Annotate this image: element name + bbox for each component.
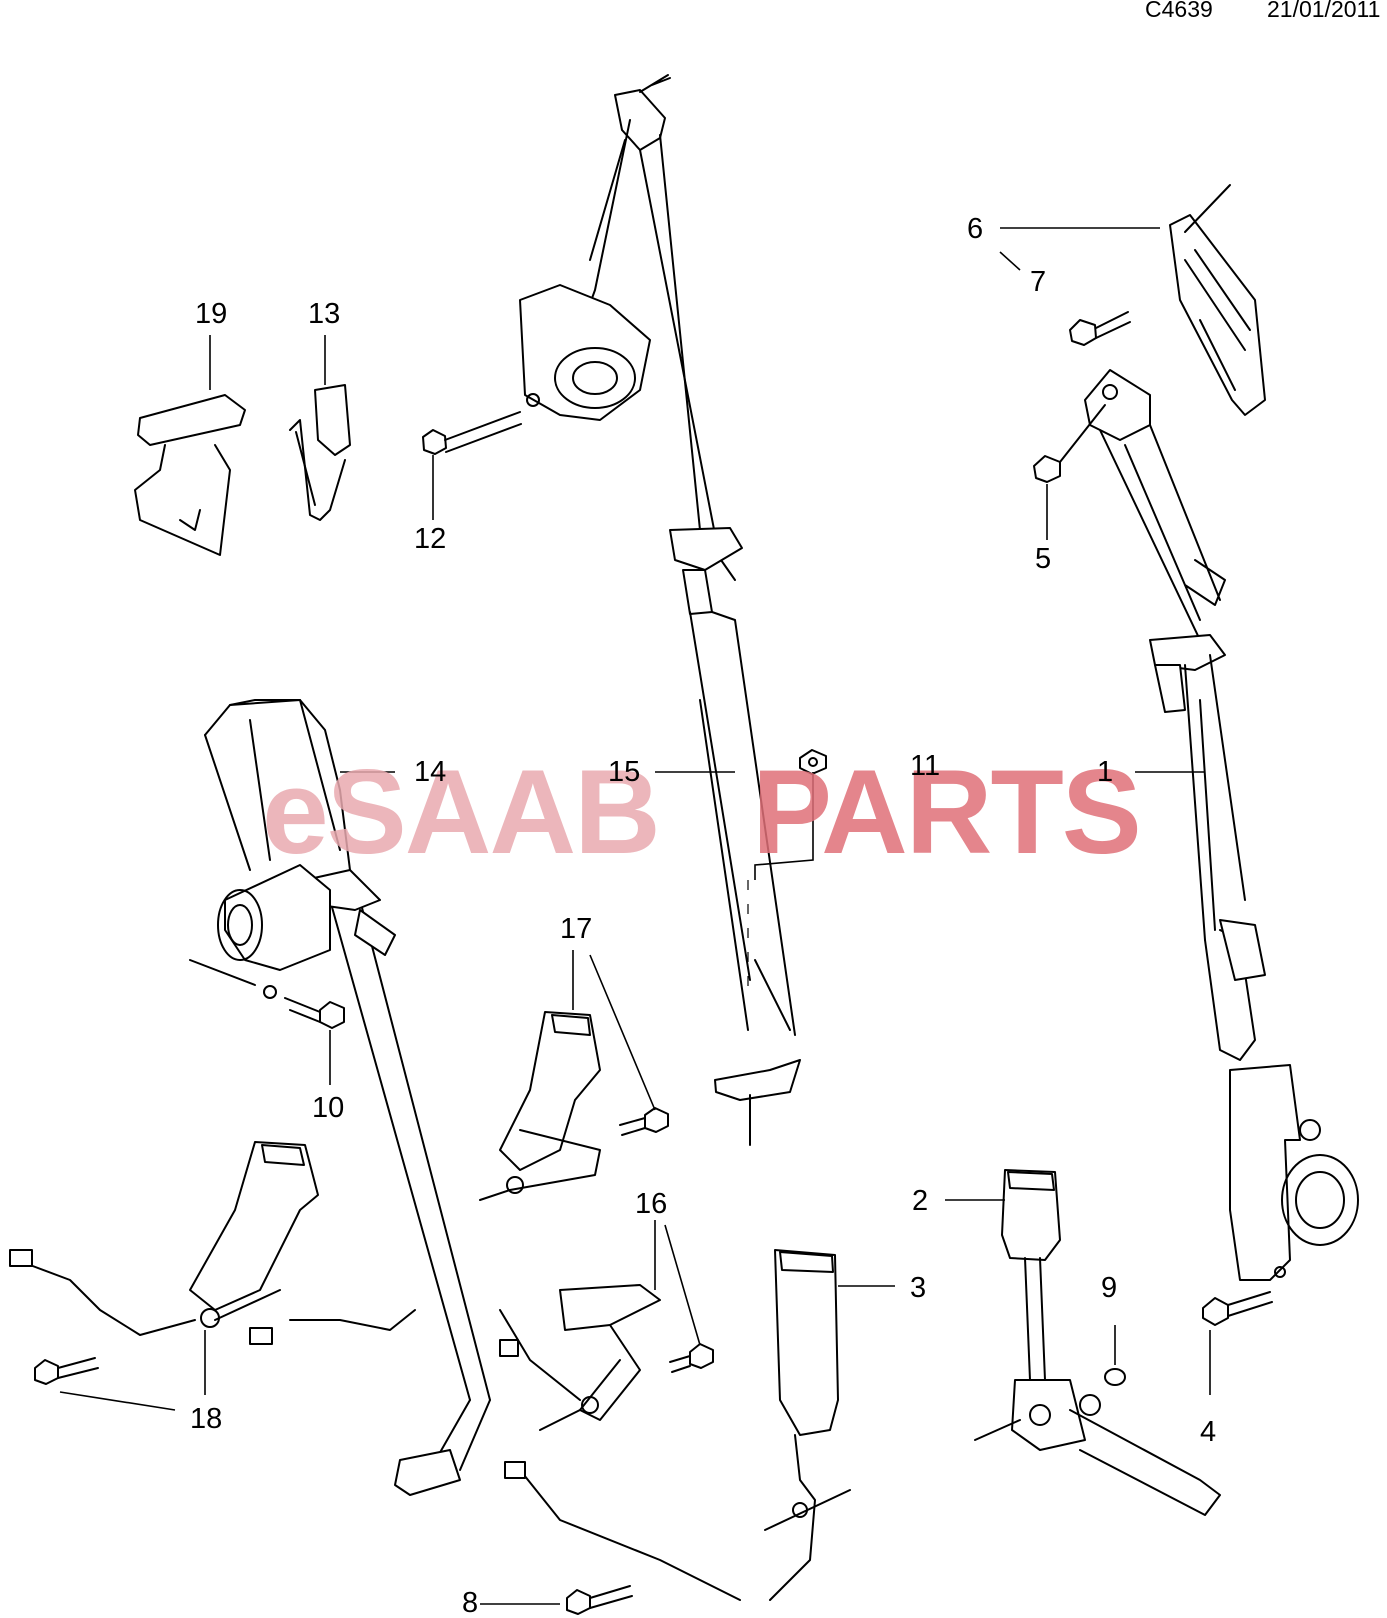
callout-16: 16 [635, 1188, 668, 1220]
part-18-buckle-wired [9, 1141, 416, 1411]
callout-10: 10 [312, 1092, 345, 1124]
callout-18: 18 [190, 1403, 223, 1435]
callout-12: 12 [414, 523, 447, 555]
part-15-center-belt [422, 74, 827, 1146]
callout-15: 15 [608, 756, 641, 788]
diagram-code: C4639 [1145, 0, 1213, 22]
callout-8: 8 [462, 1587, 479, 1618]
part-16-center-buckle [499, 1220, 714, 1431]
callout-2: 2 [912, 1185, 929, 1217]
callout-11: 11 [910, 750, 941, 782]
part-3-buckle-wired [480, 1249, 895, 1615]
callout-9: 9 [1101, 1272, 1118, 1304]
part-14-left-belt [189, 699, 491, 1496]
callout-4: 4 [1200, 1416, 1217, 1448]
leader-lines [432, 455, 1205, 773]
part-6-height-adjuster [999, 184, 1266, 416]
callout-1: 1 [1097, 756, 1114, 788]
callout-7: 7 [1030, 266, 1047, 298]
part-17-buckle [479, 950, 669, 1201]
callout-6: 6 [967, 213, 984, 245]
callout-13: 13 [308, 298, 341, 330]
callout-3: 3 [910, 1272, 927, 1304]
callout-19: 19 [195, 298, 228, 330]
diagram-date: 21/01/2011 [1267, 0, 1381, 22]
part-19-cover [134, 335, 246, 556]
callout-14: 14 [414, 756, 447, 788]
part-1-right-belt [1033, 369, 1359, 1395]
callout-17: 17 [560, 913, 593, 945]
callout-5: 5 [1035, 543, 1052, 575]
part-2-buckle-bar [945, 1169, 1221, 1516]
part-13-loop [289, 335, 351, 521]
